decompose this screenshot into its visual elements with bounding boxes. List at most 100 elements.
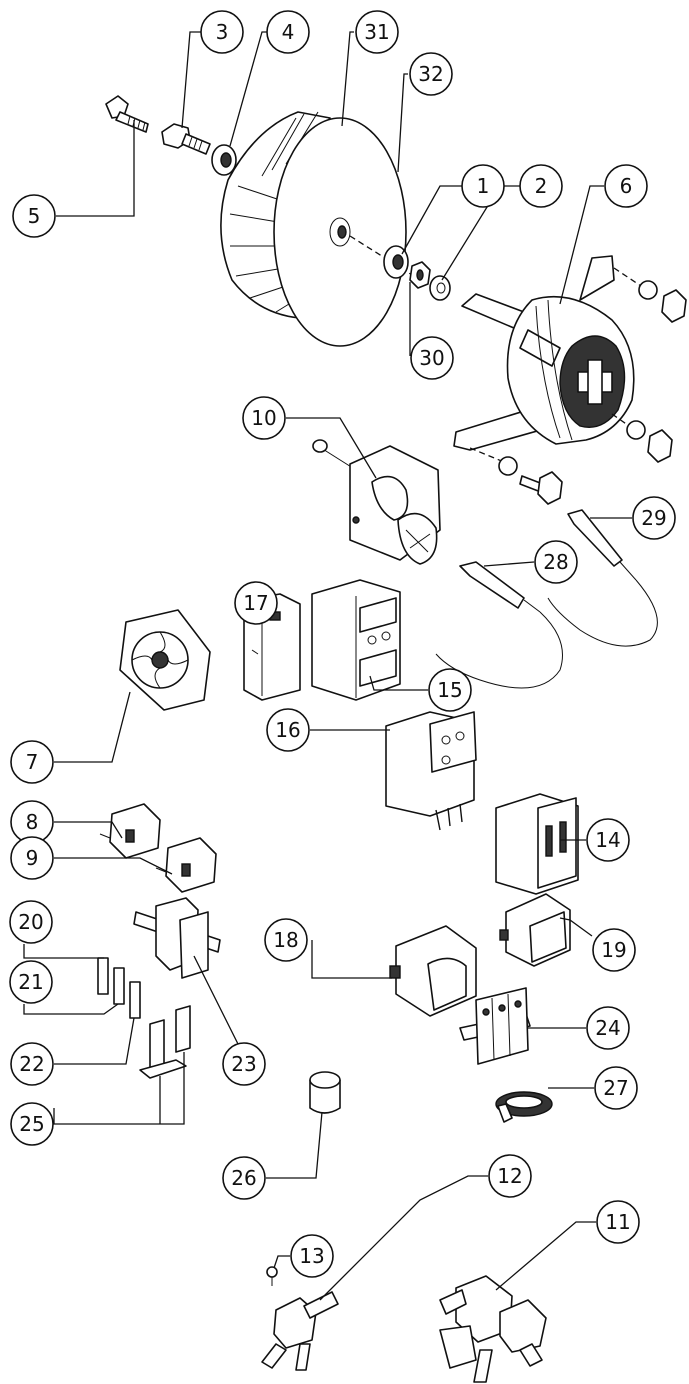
part-cap — [309, 1071, 341, 1114]
callout-7-label: 7 — [26, 750, 39, 774]
callout-14-circle — [586, 818, 630, 862]
callout-8: 8 — [10, 800, 54, 844]
callout-16: 16 — [266, 708, 310, 752]
part-solenoid-valve-11 — [439, 1275, 547, 1383]
callout-28-circle — [534, 540, 578, 584]
callout-1-circle — [461, 164, 505, 208]
callout-19-label: 19 — [601, 938, 626, 962]
callout-15-circle — [428, 668, 472, 712]
part-cable-clamp — [495, 1091, 553, 1123]
callout-12-circle — [488, 1154, 532, 1198]
callout-1: 1 — [461, 164, 505, 208]
callout-27-label: 27 — [603, 1076, 628, 1100]
callout-5-circle — [12, 194, 56, 238]
callout-25-label: 25 — [19, 1112, 44, 1136]
callout-1-label: 1 — [477, 174, 490, 198]
callout-26-circle — [222, 1156, 266, 1200]
callout-11-circle — [596, 1200, 640, 1244]
part-fan-wheel — [220, 111, 407, 347]
callout-13-label: 13 — [299, 1244, 324, 1268]
part-washer-4 — [211, 144, 237, 176]
callout-11-label: 11 — [605, 1210, 630, 1234]
callout-12: 12 — [488, 1154, 532, 1198]
callout-31: 31 — [355, 10, 399, 54]
callout-7: 7 — [10, 740, 54, 784]
part-contactor-15 — [311, 579, 401, 701]
callout-32-label: 32 — [418, 62, 443, 86]
callout-24: 24 — [586, 1006, 630, 1050]
part-probe-29 — [547, 509, 658, 647]
callout-19: 19 — [592, 928, 636, 972]
callout-21: 21 — [9, 960, 53, 1004]
callout-21-label: 21 — [18, 970, 43, 994]
callout-3: 3 — [200, 10, 244, 54]
callout-23: 23 — [222, 1042, 266, 1086]
part-solenoid-valve-12 — [261, 1291, 339, 1371]
callout-24-label: 24 — [595, 1016, 620, 1040]
callout-20-circle — [9, 900, 53, 944]
callout-20-label: 20 — [18, 910, 43, 934]
callout-3-label: 3 — [216, 20, 229, 44]
callout-28: 28 — [534, 540, 578, 584]
callout-7-circle — [10, 740, 54, 784]
part-terminal-block — [459, 987, 531, 1065]
callout-10-label: 10 — [251, 406, 276, 430]
callout-9-circle — [10, 836, 54, 880]
callout-29-circle — [632, 496, 676, 540]
callout-10-circle — [242, 396, 286, 440]
part-probe-28 — [435, 561, 563, 689]
part-fuse-holder-25 — [139, 1005, 191, 1079]
callout-31-circle — [355, 10, 399, 54]
callout-2: 2 — [519, 164, 563, 208]
callout-18: 18 — [264, 918, 308, 962]
part-nut-30 — [409, 261, 431, 289]
part-screw — [266, 1266, 278, 1286]
callout-23-circle — [222, 1042, 266, 1086]
callout-6-circle — [604, 164, 648, 208]
part-transformer-18 — [389, 925, 477, 1017]
callout-19-circle — [592, 928, 636, 972]
callout-24-circle — [586, 1006, 630, 1050]
callout-21-circle — [9, 960, 53, 1004]
callout-14-label: 14 — [595, 828, 620, 852]
callout-5: 5 — [12, 194, 56, 238]
part-contactor-16 — [385, 711, 477, 831]
part-fuses — [97, 957, 141, 1019]
callout-14: 14 — [586, 818, 630, 862]
part-contactor-14 — [495, 793, 579, 895]
callout-9: 9 — [10, 836, 54, 880]
callout-17-label: 17 — [243, 591, 268, 615]
callout-25: 25 — [10, 1102, 54, 1146]
callout-13-circle — [290, 1234, 334, 1278]
callout-3-circle — [200, 10, 244, 54]
callout-8-label: 8 — [26, 810, 39, 834]
callout-28-label: 28 — [543, 550, 568, 574]
part-timer — [312, 439, 441, 565]
callout-13: 13 — [290, 1234, 334, 1278]
part-switch-8 — [99, 803, 161, 859]
callout-18-circle — [264, 918, 308, 962]
callout-30-circle — [410, 336, 454, 380]
callout-27-circle — [594, 1066, 638, 1110]
callout-6: 6 — [604, 164, 648, 208]
callout-32: 32 — [409, 52, 453, 96]
callout-5-label: 5 — [28, 204, 41, 228]
callout-23-label: 23 — [231, 1052, 256, 1076]
part-cooling-fan — [119, 609, 211, 711]
leader-lines — [23, 31, 632, 1301]
callout-9-label: 9 — [26, 846, 39, 870]
callout-4-circle — [266, 10, 310, 54]
callout-11: 11 — [596, 1200, 640, 1244]
part-motor — [453, 255, 635, 451]
callout-22-circle — [10, 1042, 54, 1086]
callout-26-label: 26 — [231, 1166, 256, 1190]
callout-31-label: 31 — [364, 20, 389, 44]
callout-15-label: 15 — [437, 678, 462, 702]
callout-16-circle — [266, 708, 310, 752]
part-transformer-19 — [499, 893, 571, 967]
callout-17: 17 — [234, 581, 278, 625]
callout-18-label: 18 — [273, 928, 298, 952]
callout-10: 10 — [242, 396, 286, 440]
callout-30-label: 30 — [419, 346, 444, 370]
part-hex-bolt — [161, 123, 211, 155]
